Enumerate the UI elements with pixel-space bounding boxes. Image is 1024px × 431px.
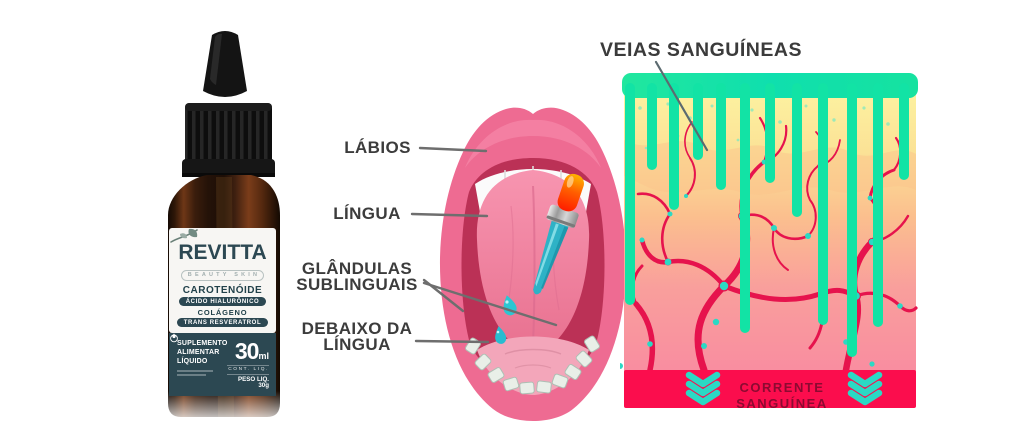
ingredient-pill: TRANS RESVERATROL	[176, 318, 269, 327]
product-label-bottom: SUPLEMENTO ALIMENTAR LÍQUIDO 30ml CONT. …	[169, 333, 276, 396]
net-weight: PESO LIQ. 30g	[227, 373, 269, 389]
leaf-icon	[170, 228, 238, 246]
chevron-down-icon	[685, 371, 721, 406]
ingredient-highlight: CAROTENÓIDE	[182, 284, 263, 296]
label-debaixo-da-lingua: DEBAIXO DA LÍNGUA	[301, 319, 413, 354]
ingredient-pill: ÁCIDO HIALURÔNICO	[178, 297, 267, 306]
volume-block: 30ml CONT. LIQ. PESO LIQ. 30g	[170, 333, 269, 396]
label-glandulas-sublinguais: GLÂNDULAS SUBLINGUAIS	[296, 259, 418, 294]
label-labios: LÁBIOS	[344, 138, 411, 157]
volume-value: 30	[234, 338, 260, 364]
bloodstream-band	[624, 370, 916, 408]
content-caption: CONT. LIQ.	[227, 365, 269, 372]
mouth-illustration	[439, 107, 627, 422]
tissue-absorption-illustration	[620, 73, 918, 408]
dropper-cap	[185, 103, 272, 165]
dropper-icon	[533, 173, 584, 295]
droplet-icon	[170, 333, 178, 343]
volume-unit: ml	[258, 351, 269, 361]
label-veias-sanguineas: VEIAS SANGUÍNEAS	[600, 39, 802, 61]
ingredient-text: COLÁGENO	[197, 307, 248, 317]
label-corrente-sanguinea: CORRENTE SANGUÍNEA	[736, 380, 828, 412]
brand-subtitle: BEAUTY SKIN	[180, 269, 265, 281]
product-bottle: REVITTA BEAUTY SKIN CAROTENÓIDE ÁCIDO HI…	[160, 25, 288, 425]
supplement-type: SUPLEMENTO ALIMENTAR LÍQUIDO	[177, 340, 227, 396]
dropper-bulb	[203, 31, 247, 97]
brand-name: REVITTA	[178, 241, 267, 264]
chevron-down-icon	[847, 371, 883, 406]
label-lingua: LÍNGUA	[333, 204, 401, 223]
fine-print-line	[177, 374, 206, 377]
product-label: REVITTA BEAUTY SKIN CAROTENÓIDE ÁCIDO HI…	[169, 228, 276, 333]
fine-print-line	[177, 370, 213, 373]
